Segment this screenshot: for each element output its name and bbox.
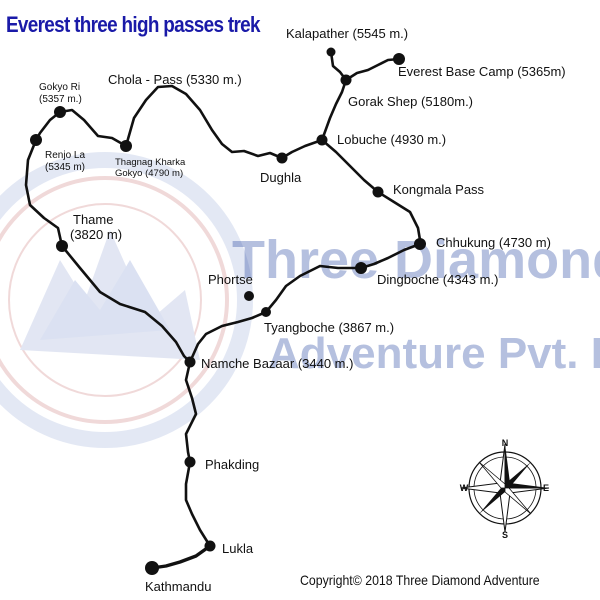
label-chhukung: Chhukung (4730 m) [436,235,551,250]
node-chhukung [414,238,426,250]
watermark-logo [0,152,253,448]
label-everest-base-camp: Everest Base Camp (5365m) [398,64,566,79]
compass-rose-icon: N S E W [460,438,550,540]
node-dingboche [355,262,367,274]
label-kathmandu: Kathmandu [145,579,212,594]
label-thagnag-kharka: Thagnag Kharka [115,157,186,168]
label-lukla: Lukla [222,541,254,556]
label-chola-pass: Chola - Pass (5330 m.) [108,72,242,87]
label-renjo-la-alt: (5345 m) [45,162,86,173]
label-phortse: Phortse [208,272,253,287]
node-lobuche [316,134,328,146]
route-lukla-kathmandu [150,544,212,570]
compass-south: S [502,530,508,540]
route-lobuche-dughla-chola [124,84,324,160]
label-gokyo: Gokyo (4790 m) [115,168,184,179]
node-thame [56,240,68,252]
node-phakding [184,456,196,468]
node-gokyo [120,140,132,152]
route-chhukung-dingboche [359,242,422,270]
route-renjola-thame [24,138,64,248]
label-lobuche: Lobuche (4930 m.) [337,132,447,147]
label-kalapather: Kalapather (5545 m.) [286,26,409,41]
node-gorak-shep [340,74,352,86]
node-gokyo-ri [54,106,66,118]
compass-west: W [460,483,469,493]
label-tyangboche: Tyangboche (3867 m.) [264,320,395,335]
node-kathmandu [145,561,159,575]
node-namche-bazaar [184,356,196,368]
map-title: Everest three high passes trek [6,12,261,37]
node-lukla [204,540,216,552]
node-renjo-la [30,134,42,146]
label-phakding: Phakding [205,457,260,472]
route-lobuche-kongmala [320,138,380,194]
route-dingboche-tyangboche [264,264,363,314]
label-gokyo-ri-name: Gokyo Ri [39,82,81,93]
compass-north: N [502,438,509,448]
label-dughla: Dughla [260,170,302,185]
route-gorakshep-lobuche [320,78,348,142]
route-tyangboche-namche [188,310,268,364]
node-everest-base-camp [393,53,405,65]
label-gokyo-ri-alt: (5357 m.) [39,94,82,105]
label-dingboche: Dingboche (4343 m.) [377,272,499,287]
route-thame-namche [60,244,192,364]
route-ebc-gorakshep [344,57,401,82]
label-kongmala-pass: Kongmala Pass [393,182,485,197]
label-thame-name: Thame [73,212,114,227]
copyright-notice: Copyright© 2018 Three Diamond Adventure [300,572,540,588]
label-thame-alt: (3820 m) [70,227,123,242]
label-namche-bazaar: Namche Bazaar (3440 m.) [201,356,354,371]
node-phortse [244,291,254,301]
node-dughla [276,152,288,164]
compass-east: E [543,483,549,493]
label-gorak-shep: Gorak Shep (5180m.) [348,94,474,109]
node-kalapather [326,47,336,57]
node-kongmala-pass [372,186,384,198]
node-tyangboche [261,307,271,317]
route-gokyo-gokyori [58,108,128,148]
label-renjo-la-name: Renjo La [45,150,86,161]
watermark-line2: Adventure Pvt. Ltd. [268,329,600,378]
trek-stops [30,47,426,575]
